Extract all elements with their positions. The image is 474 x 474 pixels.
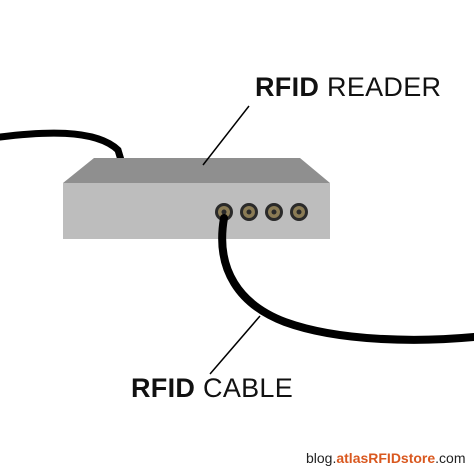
- antenna-port: [240, 203, 258, 221]
- reader-front-face: [63, 183, 330, 239]
- reader-label-text: READER: [327, 72, 442, 102]
- watermark-prefix: blog.: [306, 450, 337, 466]
- watermark-suffix: .com: [435, 450, 466, 466]
- reader-leader-line: [202, 105, 250, 166]
- antenna-ports: [215, 203, 308, 221]
- watermark-url: blog.atlasRFIDstore.com: [306, 450, 466, 466]
- reader-label: RFID READER: [255, 72, 441, 103]
- cable-label: RFID CABLE: [131, 373, 293, 404]
- reader-label-bold: RFID: [255, 72, 320, 102]
- antenna-port: [215, 203, 233, 221]
- antenna-port: [290, 203, 308, 221]
- cable-leader-line: [209, 315, 261, 375]
- reader-top-face: [63, 158, 330, 183]
- watermark-brand: atlasRFIDstore: [336, 450, 436, 466]
- cable-label-text: CABLE: [203, 373, 294, 403]
- rfid-reader-device: [63, 158, 330, 239]
- rfid-cable: [218, 214, 474, 344]
- antenna-port: [265, 203, 283, 221]
- cable-label-bold: RFID: [131, 373, 196, 403]
- reader-power-cable: [0, 129, 125, 164]
